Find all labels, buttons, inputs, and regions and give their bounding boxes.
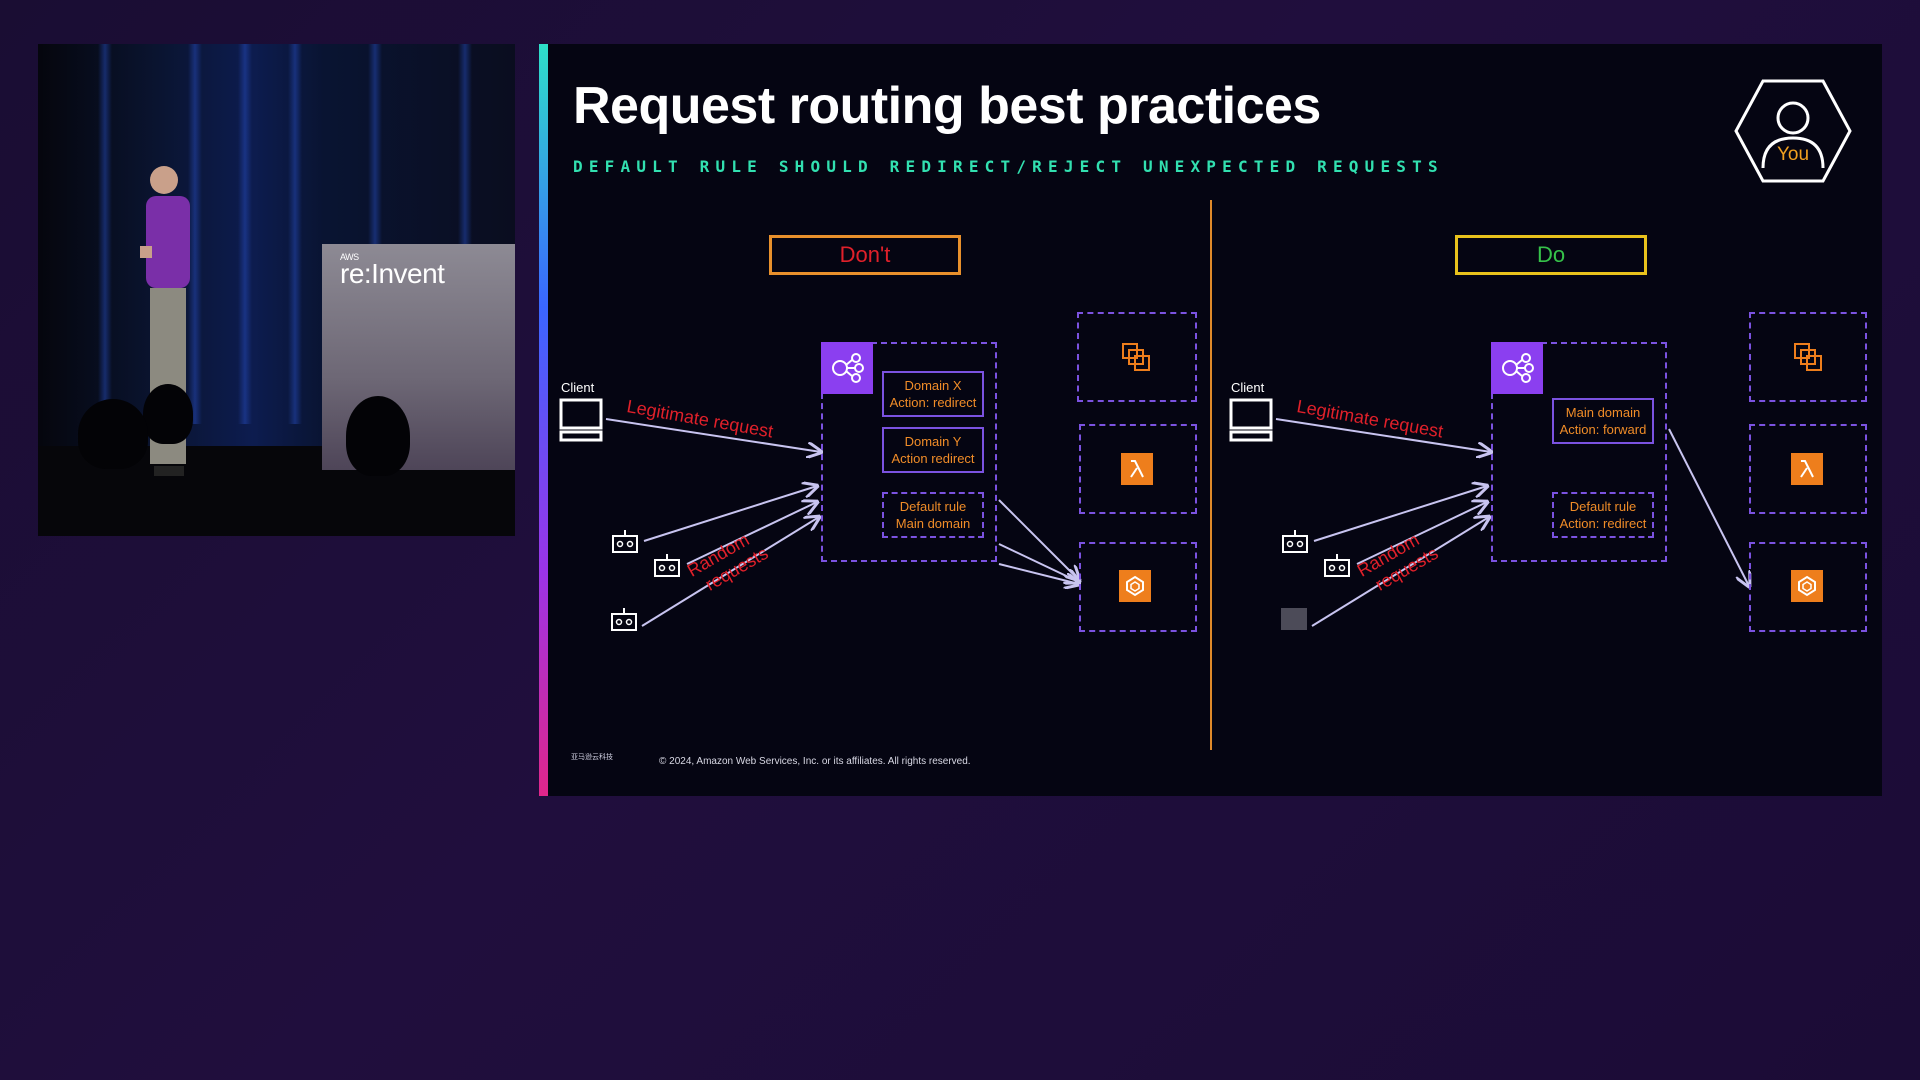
curtain-fold <box>188 44 202 424</box>
target-group-containers <box>1749 312 1867 402</box>
section-divider <box>1210 200 1212 750</box>
target-group-lambda <box>1079 424 1197 514</box>
slide-accent-bar <box>539 44 548 796</box>
target-group-ecs <box>1079 542 1197 632</box>
you-persona-icon <box>1734 79 1852 183</box>
rule-domain-x: Domain X Action: redirect <box>882 371 984 417</box>
audience-head <box>78 399 148 469</box>
slide-subtitle: DEFAULT RULE SHOULD REDIRECT/REJECT UNEX… <box>573 157 1444 176</box>
reinvent-logo: AWS re:Invent <box>340 252 445 289</box>
audience-head <box>143 384 193 444</box>
load-balancer-icon <box>821 342 873 394</box>
ecs-icon <box>1119 570 1151 602</box>
target-group-ecs <box>1749 542 1867 632</box>
rule-default: Default rule Action: redirect <box>1552 492 1654 538</box>
client-computer-icon <box>1229 398 1273 442</box>
bot-icon <box>654 554 680 577</box>
share-nodes-icon <box>832 353 864 383</box>
load-balancer-icon <box>1491 342 1543 394</box>
footer-logo: 亚马逊云科技 <box>571 754 613 761</box>
bot-icon <box>1324 554 1350 577</box>
do-label: Do <box>1455 235 1647 275</box>
dont-label: Don't <box>769 235 961 275</box>
presentation-slide: Request routing best practices DEFAULT R… <box>539 44 1882 796</box>
curtain-fold <box>238 44 252 424</box>
copyright-text: © 2024, Amazon Web Services, Inc. or its… <box>659 756 971 767</box>
rule-main-domain: Main domain Action: forward <box>1552 398 1654 444</box>
legitimate-request-label: Legitimate request <box>625 396 775 442</box>
client-label: Client <box>1231 380 1265 395</box>
speaker-video: AWS re:Invent <box>38 44 515 536</box>
audience-head <box>346 396 410 476</box>
client-label: Client <box>561 380 595 395</box>
containers-icon <box>1794 343 1822 371</box>
client-computer-icon <box>559 398 603 442</box>
load-balancer-group <box>821 342 997 562</box>
reinvent-sign: AWS re:Invent <box>322 244 515 470</box>
legitimate-request-label: Legitimate request <box>1295 396 1445 442</box>
redacted-bot-placeholder <box>1281 608 1307 630</box>
target-group-lambda <box>1749 424 1867 514</box>
curtain-fold <box>98 44 112 424</box>
load-balancer-group <box>1491 342 1667 562</box>
bot-icon <box>612 530 638 553</box>
lambda-icon <box>1121 453 1153 485</box>
rule-domain-y: Domain Y Action redirect <box>882 427 984 473</box>
lambda-icon <box>1791 453 1823 485</box>
ecs-icon <box>1791 570 1823 602</box>
bot-icon <box>1282 530 1308 553</box>
rule-default: Default rule Main domain <box>882 492 984 538</box>
slide-title: Request routing best practices <box>573 77 1321 135</box>
you-badge-label: You <box>1776 144 1810 165</box>
curtain-fold <box>288 44 302 424</box>
containers-icon <box>1122 343 1150 371</box>
bot-icon <box>611 608 637 631</box>
target-group-containers <box>1077 312 1197 402</box>
share-nodes-icon <box>1502 353 1534 383</box>
